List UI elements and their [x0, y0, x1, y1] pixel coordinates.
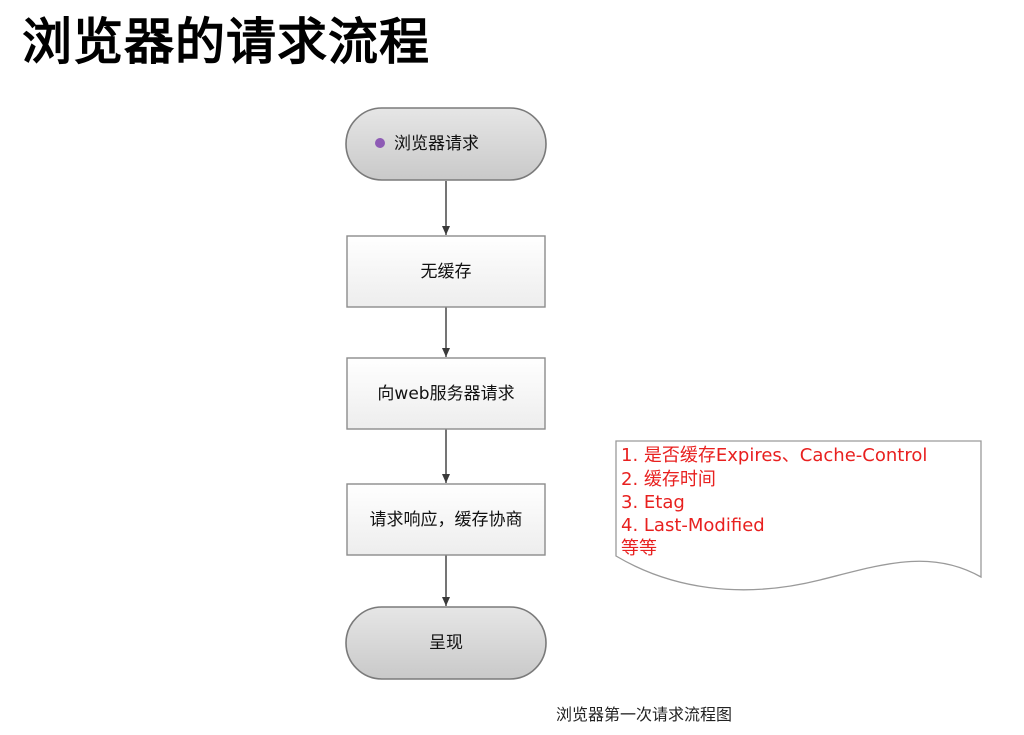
note-line: 2. 缓存时间 — [621, 469, 716, 490]
node-label: 呈现 — [429, 633, 463, 653]
page-title: 浏览器的请求流程 — [22, 13, 430, 71]
note-line: 等等 — [621, 538, 657, 559]
node-label: 浏览器请求 — [394, 134, 479, 154]
node-response: 请求响应，缓存协商 — [346, 483, 546, 556]
node-label: 向web服务器请求 — [377, 384, 514, 404]
node-no-cache: 无缓存 — [346, 235, 546, 308]
note-line: 3. Etag — [621, 492, 685, 513]
note-line: 1. 是否缓存Expires、Cache-Control — [621, 445, 927, 466]
note-document: 1. 是否缓存Expires、Cache-Control 2. 缓存时间 3. … — [615, 440, 982, 591]
node-label: 无缓存 — [421, 262, 472, 282]
node-render: 呈现 — [345, 606, 547, 680]
figure-caption: 浏览器第一次请求流程图 — [556, 705, 733, 724]
node-start: 浏览器请求 — [345, 107, 547, 181]
node-label: 请求响应，缓存协商 — [370, 510, 523, 530]
note-line: 4. Last-Modified — [621, 515, 765, 536]
bullet-dot-icon — [375, 138, 385, 148]
node-request-server: 向web服务器请求 — [346, 357, 546, 430]
